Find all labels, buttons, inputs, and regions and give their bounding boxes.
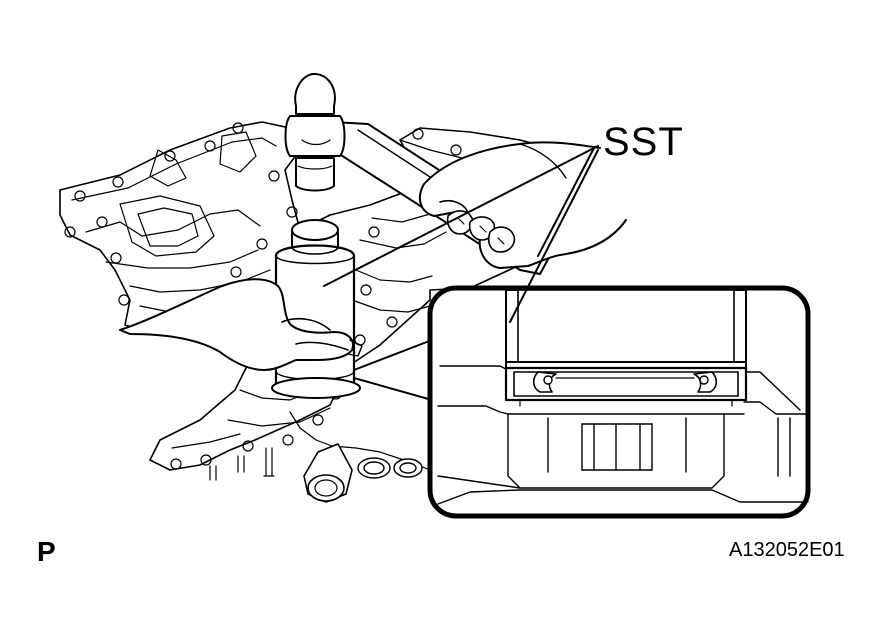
seal-location-ring <box>271 377 361 399</box>
sst-callout-label: SST <box>603 120 684 164</box>
left-hand <box>119 278 363 371</box>
detail-inset <box>427 285 811 519</box>
figure-id-label: A132052E01 <box>729 539 845 561</box>
right-hand <box>418 141 627 269</box>
outlet-pipe <box>303 443 353 503</box>
zoom-callout-lines <box>353 339 433 401</box>
corner-code-label: P <box>37 536 56 567</box>
sst-leader-lines <box>323 145 599 323</box>
